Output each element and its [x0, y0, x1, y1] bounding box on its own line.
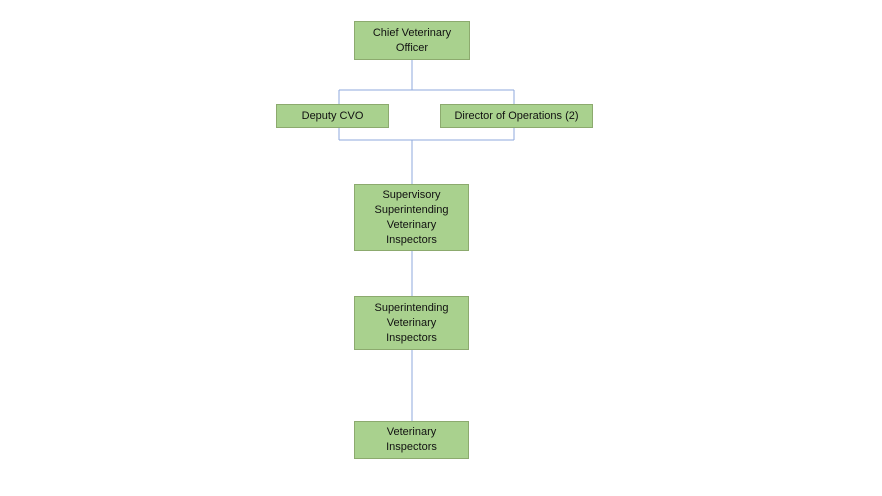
- node-superintending-veterinary-inspectors: Superintending Veterinary Inspectors: [354, 296, 469, 350]
- node-chief-veterinary-officer: Chief Veterinary Officer: [354, 21, 470, 60]
- node-director-of-operations: Director of Operations (2): [440, 104, 593, 128]
- node-veterinary-inspectors: Veterinary Inspectors: [354, 421, 469, 459]
- node-label: Director of Operations (2): [454, 109, 579, 122]
- node-label: Veterinary Inspectors: [386, 426, 437, 453]
- node-label: Chief Veterinary Officer: [372, 26, 452, 54]
- node-label: Supervisory Superintending Veterinary In…: [374, 188, 449, 246]
- node-label: Superintending Veterinary Inspectors: [374, 301, 449, 344]
- node-supervisory-superintending-veterinary-inspectors: Supervisory Superintending Veterinary In…: [354, 184, 469, 251]
- node-label: Deputy CVO: [301, 109, 364, 122]
- node-deputy-cvo: Deputy CVO: [276, 104, 389, 128]
